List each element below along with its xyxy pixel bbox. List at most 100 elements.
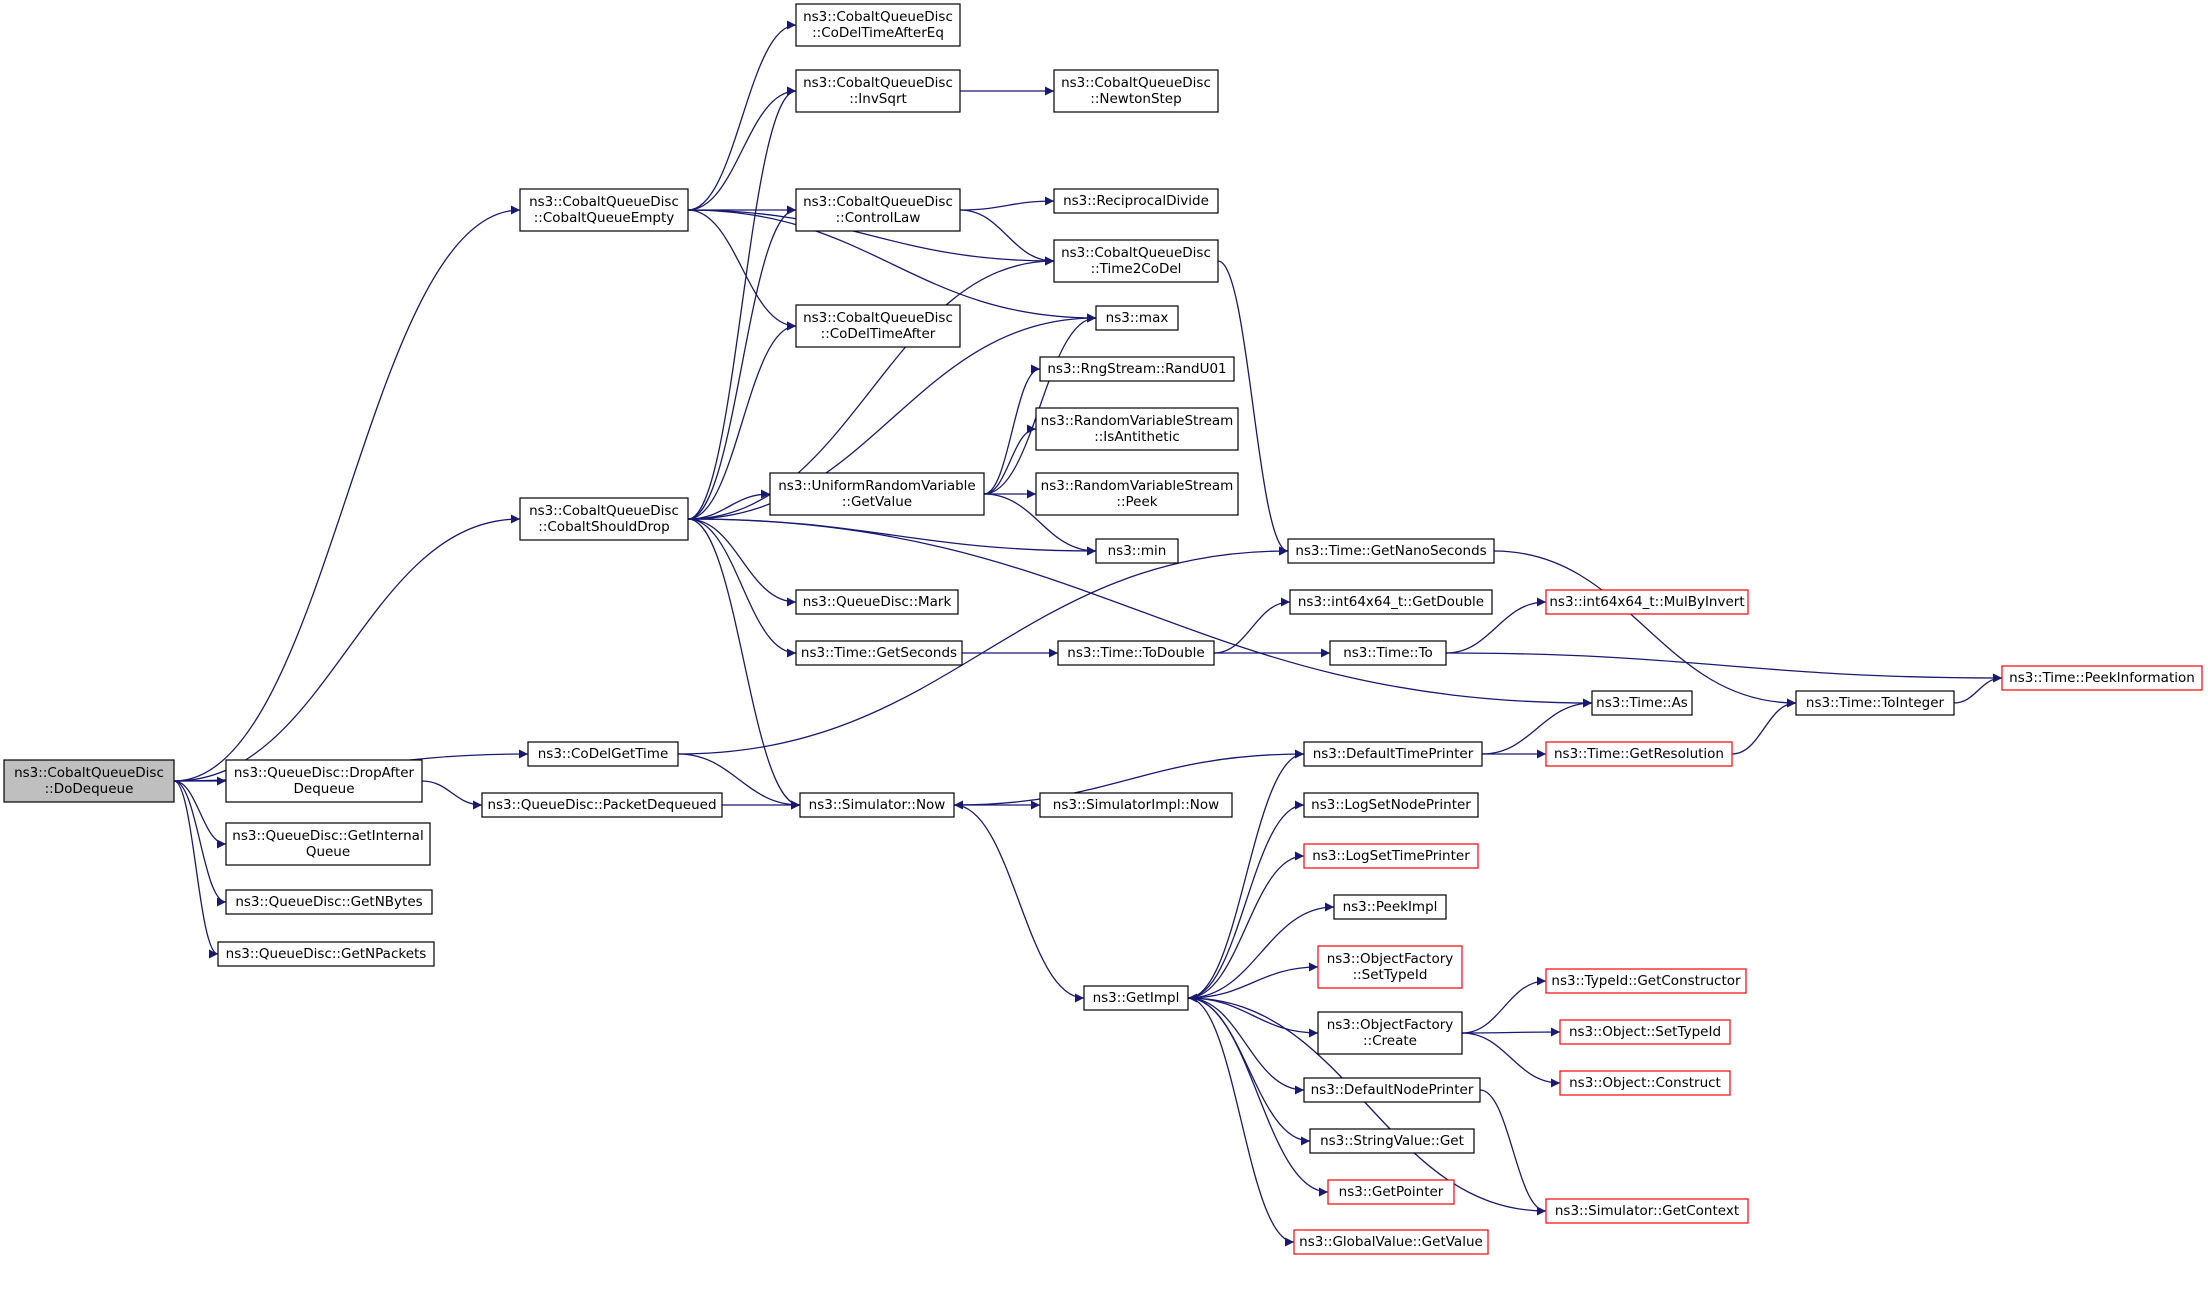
edge-controllaw-to-reciprocaldivide [959, 196, 1055, 211]
node-getpointer[interactable]: ns3::GetPointer [1327, 1179, 1455, 1205]
node-box [795, 304, 961, 348]
node-box [1303, 1077, 1481, 1103]
node-getnbytes[interactable]: ns3::QueueDisc::GetNBytes [225, 889, 433, 915]
node-getresolution[interactable]: ns3::Time::GetResolution [1545, 741, 1733, 767]
node-max[interactable]: ns3::max [1095, 305, 1179, 331]
node-box [2001, 665, 2203, 691]
node-box [1317, 945, 1463, 989]
edge-ofcreate-to-objconstruct [1461, 1032, 1561, 1088]
node-box [1795, 690, 1955, 716]
node-label: ns3::Time::GetNanoSeconds [1295, 543, 1486, 559]
node-ofsettypeid[interactable]: ns3::ObjectFactory::SetTypeId [1317, 945, 1463, 989]
node-label: ns3::RandomVariableStream [1041, 413, 1234, 429]
node-cobaltqueueempty[interactable]: ns3::CobaltQueueDisc::CobaltQueueEmpty [519, 188, 689, 232]
node-timeas[interactable]: ns3::Time::As [1591, 690, 1693, 716]
node-box [1559, 1019, 1731, 1045]
node-label: ns3::CobaltQueueDisc [803, 9, 953, 25]
node-mark[interactable]: ns3::QueueDisc::Mark [795, 589, 959, 615]
node-stringvalueget[interactable]: ns3::StringValue::Get [1309, 1128, 1475, 1154]
node-packetdequeued[interactable]: ns3::QueueDisc::PacketDequeued [481, 792, 723, 818]
node-getnanoseconds[interactable]: ns3::Time::GetNanoSeconds [1287, 538, 1495, 564]
node-label: ns3::ObjectFactory [1327, 951, 1454, 967]
edge-uniformgetvalue-to-randu01 [983, 364, 1041, 495]
node-box [225, 889, 433, 915]
node-box [1035, 472, 1239, 516]
node-box [519, 188, 689, 232]
node-reciprocaldivide[interactable]: ns3::ReciprocalDivide [1053, 188, 1219, 214]
node-label: ns3::LogSetTimePrinter [1312, 848, 1470, 864]
node-peek[interactable]: ns3::RandomVariableStream::Peek [1035, 472, 1239, 516]
node-invsqrt[interactable]: ns3::CobaltQueueDisc::InvSqrt [795, 69, 961, 113]
node-dodequeue[interactable]: ns3::CobaltQueueDisc::DoDequeue [3, 759, 175, 803]
node-label: ns3::Time::ToInteger [1806, 695, 1945, 711]
node-label: ns3::Object::Construct [1569, 1075, 1721, 1091]
node-mulbyinvert[interactable]: ns3::int64x64_t::MulByInvert [1545, 589, 1749, 615]
node-globalgetvalue[interactable]: ns3::GlobalValue::GetValue [1293, 1229, 1489, 1255]
node-label: ns3::Simulator::Now [809, 797, 946, 813]
node-label: ns3::StringValue::Get [1320, 1133, 1464, 1149]
node-box [795, 640, 963, 666]
node-simimplnow[interactable]: ns3::SimulatorImpl::Now [1039, 792, 1233, 818]
node-uniformgetvalue[interactable]: ns3::UniformRandomVariable::GetValue [769, 472, 985, 516]
node-min[interactable]: ns3::min [1095, 538, 1179, 564]
node-getcontext[interactable]: ns3::Simulator::GetContext [1545, 1198, 1749, 1224]
edge-uniformgetvalue-to-min [983, 493, 1097, 556]
edge-getimpl-to-ofsettypeid [1187, 962, 1319, 999]
node-getnpackets[interactable]: ns3::QueueDisc::GetNPackets [217, 941, 435, 967]
edge-tointeger-to-peekinformation [1953, 673, 2003, 704]
node-box [799, 792, 955, 818]
node-getseconds[interactable]: ns3::Time::GetSeconds [795, 640, 963, 666]
node-box [1545, 741, 1733, 767]
node-label: ns3::Object::SetTypeId [1569, 1024, 1721, 1040]
node-peekimpl[interactable]: ns3::PeekImpl [1333, 894, 1447, 920]
edge-controllaw-to-time2codel [959, 209, 1055, 266]
node-box [1053, 188, 1219, 214]
node-label: ns3::int64x64_t::GetDouble [1298, 594, 1484, 610]
node-codelgettime[interactable]: ns3::CoDelGetTime [527, 741, 679, 767]
node-isantithetic[interactable]: ns3::RandomVariableStream::IsAntithetic [1035, 407, 1239, 451]
node-box [795, 188, 961, 232]
edge-getimpl-to-getpointer [1187, 997, 1329, 1197]
node-time2codel[interactable]: ns3::CobaltQueueDisc::Time2CoDel [1053, 239, 1219, 283]
edges-layer [173, 20, 2003, 1247]
node-defaultnodeprinter[interactable]: ns3::DefaultNodePrinter [1303, 1077, 1481, 1103]
node-getimpl[interactable]: ns3::GetImpl [1083, 985, 1189, 1011]
node-label: ::Create [1363, 1033, 1417, 1049]
node-box [1591, 690, 1693, 716]
node-logsetnodeprinter[interactable]: ns3::LogSetNodePrinter [1303, 792, 1479, 818]
edge-getimpl-to-logsetnodeprinter [1187, 800, 1305, 999]
node-objsettypeid[interactable]: ns3::Object::SetTypeId [1559, 1019, 1731, 1045]
node-controllaw[interactable]: ns3::CobaltQueueDisc::ControlLaw [795, 188, 961, 232]
node-box [1035, 407, 1239, 451]
node-logsettimeprinter[interactable]: ns3::LogSetTimePrinter [1303, 843, 1479, 869]
node-defaulttimeprinter[interactable]: ns3::DefaultTimePrinter [1303, 741, 1483, 767]
node-codeltimeaftereq[interactable]: ns3::CobaltQueueDisc::CoDelTimeAfterEq [795, 3, 961, 47]
node-simnow[interactable]: ns3::Simulator::Now [799, 792, 955, 818]
node-label: ns3::CoDelGetTime [538, 746, 669, 762]
edge-timeto-to-mulbyinvert [1445, 597, 1547, 654]
node-newtonstep[interactable]: ns3::CobaltQueueDisc::NewtonStep [1053, 69, 1219, 113]
node-getconstructor[interactable]: ns3::TypeId::GetConstructor [1545, 968, 1747, 994]
node-box [1545, 968, 1747, 994]
edge-cobaltshoulddrop-to-time2codel [687, 256, 1055, 520]
node-box [3, 759, 175, 803]
node-cobaltshoulddrop[interactable]: ns3::CobaltQueueDisc::CobaltShouldDrop [519, 497, 689, 541]
node-tointeger[interactable]: ns3::Time::ToInteger [1795, 690, 1955, 716]
node-codeltimeafter[interactable]: ns3::CobaltQueueDisc::CoDelTimeAfter [795, 304, 961, 348]
node-label: ::IsAntithetic [1094, 429, 1180, 445]
node-box [225, 759, 423, 803]
node-getdouble[interactable]: ns3::int64x64_t::GetDouble [1289, 589, 1493, 615]
node-box [795, 3, 961, 47]
node-timeto[interactable]: ns3::Time::To [1329, 640, 1447, 666]
node-randu01[interactable]: ns3::RngStream::RandU01 [1039, 356, 1235, 382]
edge-todouble-to-getdouble [1213, 597, 1291, 654]
node-peekinformation[interactable]: ns3::Time::PeekInformation [2001, 665, 2203, 691]
node-todouble[interactable]: ns3::Time::ToDouble [1057, 640, 1215, 666]
edge-getimpl-to-defaulttimeprinter [1187, 749, 1305, 999]
node-ofcreate[interactable]: ns3::ObjectFactory::Create [1317, 1011, 1463, 1055]
node-objconstruct[interactable]: ns3::Object::Construct [1559, 1070, 1731, 1096]
node-label: ns3::Time::To [1343, 645, 1433, 661]
node-label: ns3::GetImpl [1093, 990, 1180, 1006]
